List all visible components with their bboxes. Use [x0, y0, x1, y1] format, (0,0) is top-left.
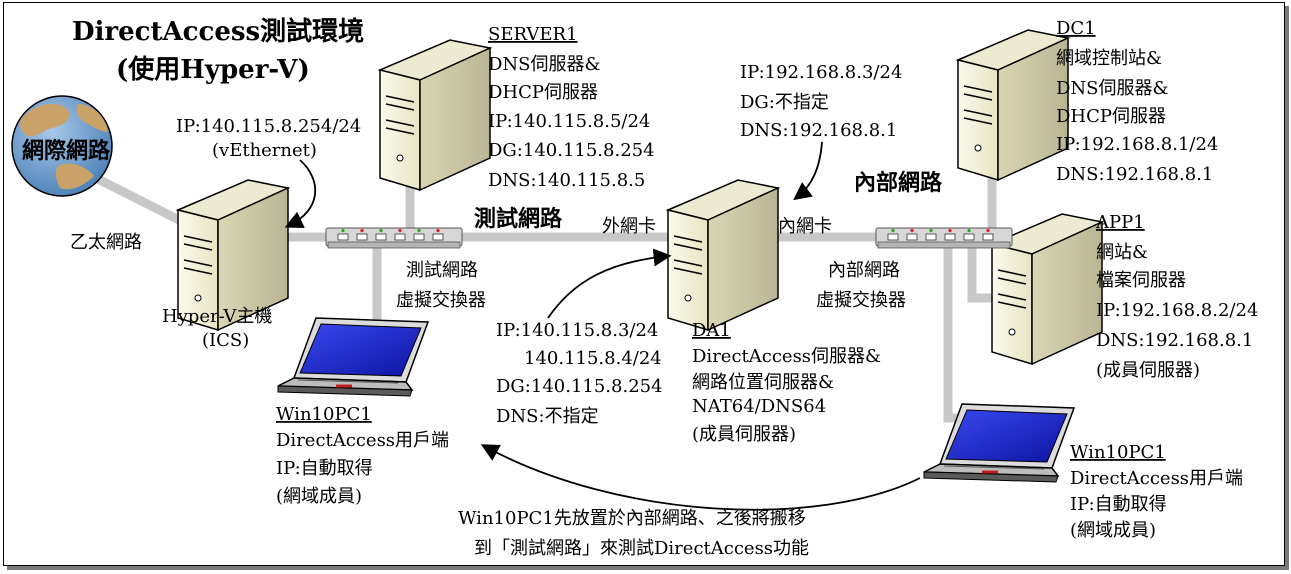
- server1-role-dns: DNS伺服器&: [488, 54, 601, 75]
- app1-ip: IP:192.168.8.2/24: [1096, 300, 1258, 321]
- app1-role-file: 檔案伺服器: [1096, 270, 1186, 291]
- da1-internal-dg: DG:不指定: [740, 92, 829, 113]
- da1-role-nat64: NAT64/DNS64: [692, 396, 826, 417]
- da1-external-ip-2: 140.115.8.4/24: [524, 348, 662, 369]
- internet-label: 網際網路: [22, 138, 111, 164]
- app1-name: APP1: [1095, 212, 1145, 233]
- dc1-ip: IP:192.168.8.1/24: [1056, 134, 1218, 155]
- hyperv-host-vethernet: (vEthernet): [212, 140, 317, 161]
- da1-member: (成員伺服器): [692, 424, 796, 445]
- win10-left-member: (網域成員): [276, 486, 362, 507]
- hyperv-host-ip: IP:140.115.8.254/24: [176, 116, 361, 137]
- da1-name: DA1: [692, 320, 731, 341]
- internal-network-switch-icon: [875, 227, 1013, 249]
- da1-internal-nic-label: 內網卡: [778, 216, 832, 237]
- diagram-title: DirectAccess測試環境: [72, 16, 364, 47]
- arrow-da1-int-ip: [793, 141, 823, 201]
- move-note-line-2: 到「測試網路」來測試DirectAccess功能: [474, 538, 809, 559]
- da1-external-dg: DG:140.115.8.254: [496, 376, 663, 397]
- ethernet-label: 乙太網路: [70, 232, 142, 253]
- server1-ip: IP:140.115.8.5/24: [488, 111, 650, 132]
- cable-laptop-to-internal-switch: [943, 241, 987, 423]
- server1-role-dhcp: DHCP伺服器: [488, 82, 598, 103]
- server1-dns: DNS:140.115.8.5: [488, 170, 645, 191]
- server1-name: SERVER1: [488, 24, 578, 45]
- dc1-server-icon: [957, 29, 1069, 181]
- dc1-role-dc: 網域控制站&: [1056, 48, 1162, 69]
- win10-left-name: Win10PC1: [276, 404, 372, 425]
- da1-role-directaccess: DirectAccess伺服器&: [692, 346, 881, 367]
- test-switch-label-2: 虛擬交換器: [396, 290, 486, 311]
- cable-internet-to-host: [93, 173, 182, 225]
- app1-member: (成員伺服器): [1096, 360, 1200, 381]
- dc1-name: DC1: [1056, 18, 1096, 39]
- da1-external-ip-1: IP:140.115.8.3/24: [496, 320, 658, 341]
- win10-left-ip: IP:自動取得: [276, 458, 373, 479]
- server1-server-icon: [379, 39, 491, 191]
- da1-external-dns: DNS:不指定: [496, 406, 599, 427]
- win10-right-ip: IP:自動取得: [1070, 494, 1167, 515]
- da1-internal-dns: DNS:192.168.8.1: [740, 120, 897, 141]
- test-switch-label-1: 測試網路: [406, 260, 478, 281]
- move-note-line-1: Win10PC1先放置於內部網路、之後將搬移: [458, 508, 806, 529]
- internal-switch-label-2: 虛擬交換器: [816, 290, 906, 311]
- dc1-dns: DNS:192.168.8.1: [1056, 164, 1213, 185]
- win10-right-role: DirectAccess用戶端: [1070, 468, 1243, 489]
- dc1-role-dns: DNS伺服器&: [1056, 78, 1169, 99]
- arrow-host-ip: [284, 159, 316, 228]
- internal-switch-label-1: 內部網路: [828, 260, 900, 281]
- da1-server-icon: [667, 179, 779, 331]
- arrow-move-laptop: [480, 444, 921, 511]
- hyperv-host-ics: (ICS): [202, 330, 249, 351]
- app1-dns: DNS:192.168.8.1: [1096, 330, 1253, 351]
- da1-external-nic-label: 外網卡: [602, 216, 656, 237]
- server1-dg: DG:140.115.8.254: [488, 140, 655, 161]
- globe-icon: [11, 95, 113, 197]
- win10-left-role: DirectAccess用戶端: [276, 430, 449, 451]
- arrow-da1-ext-ip: [547, 248, 672, 319]
- win10pc1-left-laptop-icon: [277, 317, 429, 397]
- app1-role-web: 網站&: [1096, 242, 1148, 263]
- diagram-subtitle: (使用Hyper-V): [116, 55, 310, 85]
- hyperv-host-name: Hyper-V主機: [162, 306, 272, 327]
- test-network-label: 測試網路: [474, 206, 563, 232]
- da1-internal-ip: IP:192.168.8.3/24: [740, 62, 902, 83]
- win10-right-name: Win10PC1: [1070, 442, 1166, 463]
- da1-role-nls: 網路位置伺服器&: [692, 372, 834, 393]
- dc1-role-dhcp: DHCP伺服器: [1056, 106, 1166, 127]
- arrows: [284, 141, 921, 511]
- cable-app1-to-internal-switch: [967, 241, 1003, 303]
- internal-network-label: 內部網路: [854, 170, 943, 196]
- test-network-switch-icon: [325, 227, 463, 249]
- win10-right-member: (網域成員): [1070, 520, 1156, 541]
